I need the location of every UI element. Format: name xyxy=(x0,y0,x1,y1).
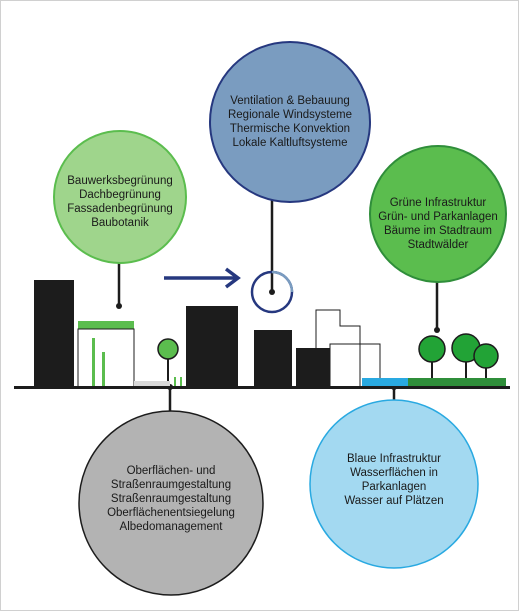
bubble-gruen-text: Grüne Infrastruktur Grün- und Parkanlage… xyxy=(370,196,506,252)
building-center-1 xyxy=(186,306,238,388)
bubble-blau-line: Wasserflächen in xyxy=(350,467,438,479)
road-green-strip-2 xyxy=(180,377,182,388)
green-roof xyxy=(78,321,134,329)
bubble-ventilation-line: Regionale Windsysteme xyxy=(227,109,352,121)
bubble-oberflaechen-line: Straßenraumgestaltung xyxy=(110,493,232,505)
tree-icon xyxy=(418,335,446,378)
building-center-3 xyxy=(296,348,330,388)
bubble-blau-line: Wasser auf Plätzen xyxy=(344,495,444,507)
building-tall-left xyxy=(34,280,74,388)
bubble-bauwerk-line: Dachbegrünung xyxy=(79,189,161,201)
park-lawn xyxy=(408,378,506,388)
bubble-bauwerk xyxy=(53,130,187,264)
bubble-oberflaechen-title: Straßenraumgestaltung xyxy=(110,479,232,491)
bubble-blau-text: Blaue Infrastruktur Wasserflächen in Par… xyxy=(324,452,464,508)
bubble-oberflaechen-text: Oberflächen- und Straßenraumgestaltung S… xyxy=(86,464,256,534)
building-outline-left xyxy=(77,328,135,389)
bubble-blau-title: Blaue Infrastruktur xyxy=(347,453,441,465)
bubble-ventilation-text: Ventilation & Bebauung Regionale Windsys… xyxy=(200,94,380,150)
connector-dot-bauwerk xyxy=(116,303,122,309)
bubble-gruen-line: Bäume im Stadtraum xyxy=(383,225,492,237)
bubble-gruen-title: Grüne Infrastruktur xyxy=(389,197,487,209)
bubble-gruen xyxy=(369,145,507,283)
tree-icon xyxy=(473,343,499,378)
bubble-ventilation xyxy=(209,41,371,203)
bubble-gruen-line: Grün- und Parkanlagen xyxy=(378,211,498,223)
bubble-oberflaechen xyxy=(78,410,264,596)
bubble-blau xyxy=(309,399,479,569)
ground-line xyxy=(14,386,510,389)
bubble-gruen-line: Stadtwälder xyxy=(407,239,469,251)
facade-green-2 xyxy=(102,352,105,386)
bubble-oberflaechen-line: Albedomanagement xyxy=(119,521,223,533)
bubble-ventilation-line: Lokale Kaltluftsysteme xyxy=(232,137,348,149)
wind-arrow-icon xyxy=(164,267,241,289)
building-center-2 xyxy=(254,330,292,388)
bubble-oberflaechen-line: Oberflächenentsiegelung xyxy=(107,507,235,519)
connector-dot-gruen xyxy=(434,327,440,333)
road-surface xyxy=(134,381,170,388)
bubble-ventilation-title: Ventilation & Bebauung xyxy=(230,95,350,107)
connector-dot-ventilation xyxy=(269,289,275,295)
ventilation-ring-icon xyxy=(250,270,294,314)
bubble-bauwerk-text: Bauwerksbegrünung Dachbegrünung Fassaden… xyxy=(50,174,190,230)
water-surface xyxy=(362,378,408,388)
road-green-strip-1 xyxy=(174,377,176,388)
facade-green-1 xyxy=(92,338,95,386)
bubble-oberflaechen-title: Oberflächen- und xyxy=(126,465,216,477)
bubble-bauwerk-line: Baubotanik xyxy=(91,217,149,229)
bubble-ventilation-line: Thermische Konvektion xyxy=(229,123,351,135)
bubble-bauwerk-title: Bauwerksbegrünung xyxy=(67,175,173,187)
bubble-blau-line: Parkanlagen xyxy=(361,481,427,493)
bubble-bauwerk-line: Fassadenbegrünung xyxy=(67,203,173,215)
building-outline-right xyxy=(315,309,361,388)
